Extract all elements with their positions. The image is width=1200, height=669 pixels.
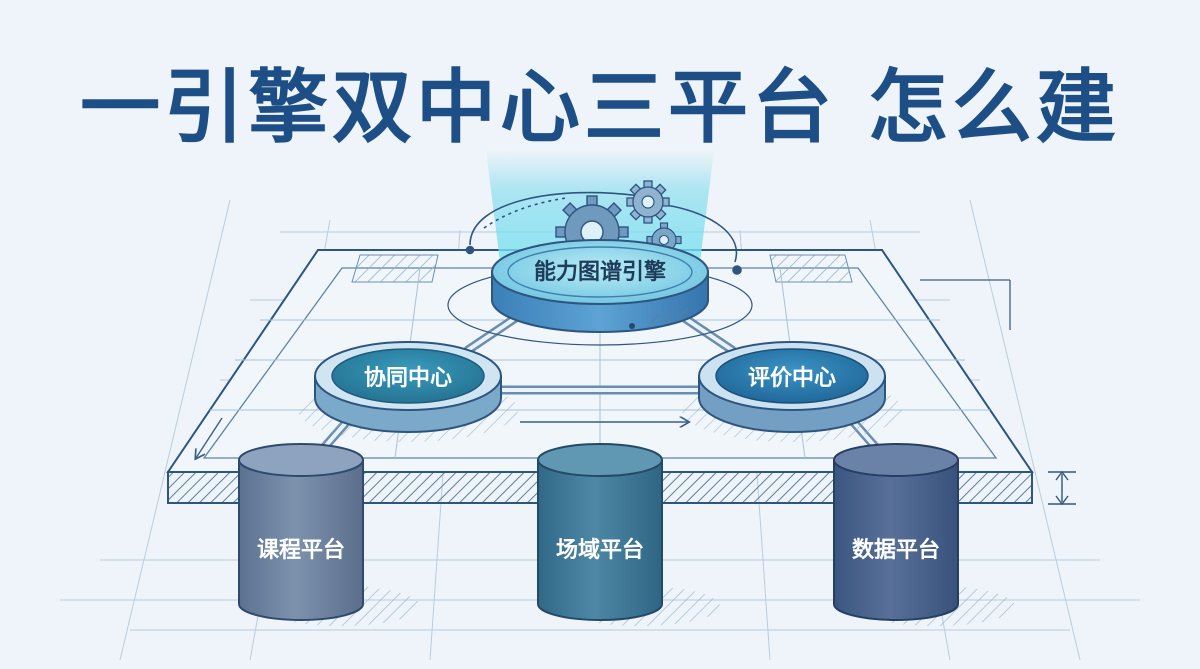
collaboration-center-label: 协同中心: [363, 366, 453, 391]
collaboration-center-disc: [298, 341, 518, 442]
data-platform-label: 数据平台: [851, 538, 941, 563]
course-platform-cylinder: [238, 443, 364, 621]
engine-label: 能力图谱引擎: [533, 260, 667, 285]
evaluation-center-disc: [682, 341, 902, 442]
height-arrow-icon: [1048, 470, 1076, 506]
field-platform-cylinder: [537, 443, 663, 621]
evaluation-center-label: 评价中心: [747, 366, 837, 391]
field-platform-label: 场域平台: [555, 538, 645, 563]
course-platform-label: 课程平台: [256, 538, 346, 563]
data-platform-cylinder: [833, 443, 959, 621]
page-title: 一引擎双中心三平台 怎么建: [80, 61, 1120, 154]
engine-disc: [447, 239, 753, 346]
gear-icon: [626, 180, 670, 224]
